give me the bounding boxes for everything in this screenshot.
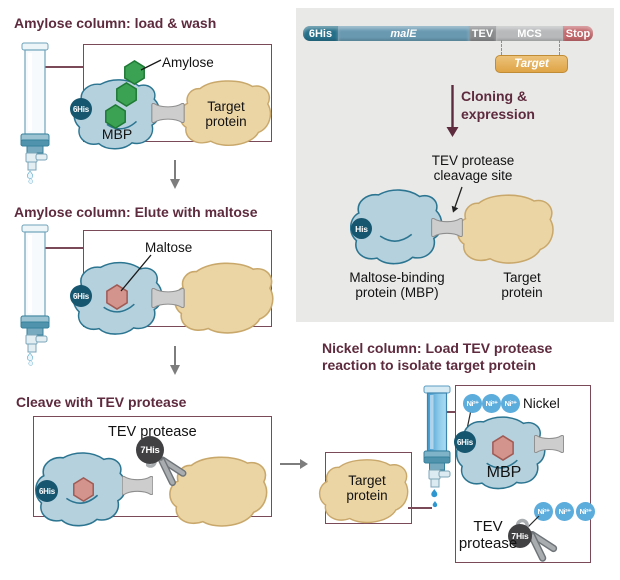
tev-protease-label: TEV protease xyxy=(108,424,197,440)
tev-protease-label: TEV protease xyxy=(458,518,518,552)
mbp-label: MBP xyxy=(486,464,522,481)
target-protein-blob xyxy=(174,262,274,334)
nickel-ion-badge: Ni²⁺ xyxy=(501,394,520,413)
amylose-column-icon xyxy=(20,42,50,184)
his-tag-badge: 6His xyxy=(454,431,476,453)
nickel-column-icon xyxy=(423,385,451,508)
linker-connector xyxy=(534,435,564,453)
nickel-label: Nickel xyxy=(523,396,560,411)
cloning-arrow xyxy=(446,85,459,137)
gene-segment-malE: malE xyxy=(338,26,469,41)
his-tag-badge: 6His xyxy=(36,480,58,502)
amylose-hexagon xyxy=(124,60,145,85)
gene-segment-tev: TEV xyxy=(469,26,496,41)
amylose-hexagon xyxy=(105,104,126,129)
target-protein-label: Target protein xyxy=(346,473,388,504)
mbp-label: MBP xyxy=(101,126,133,142)
amylose-hexagon xyxy=(116,82,137,107)
cloning-expression-label: Cloning & expression xyxy=(461,88,535,122)
maltose-pointer-line xyxy=(120,254,152,292)
tev-his-tag-badge: 7His xyxy=(136,436,164,464)
maltose-hexagon xyxy=(73,477,94,502)
target-gene-bar: Target xyxy=(495,55,568,73)
gene-segment-stop: Stop xyxy=(563,26,593,41)
maltose-hexagon xyxy=(106,284,128,310)
step3-box xyxy=(33,416,272,517)
his-tag-badge: 6His xyxy=(70,98,92,120)
amylose-pointer-line xyxy=(140,59,162,71)
linker-connector xyxy=(122,476,153,495)
down-arrow xyxy=(170,346,180,375)
gene-segment-mcs: MCS xyxy=(496,26,563,41)
target-protein-blob xyxy=(318,459,409,524)
step4-column-line xyxy=(444,411,456,413)
maltose-hexagon xyxy=(492,435,514,461)
step2-column-line xyxy=(40,247,84,249)
nickel-ion-badge: Ni²⁺ xyxy=(482,394,501,413)
tev-his-tag-badge: 7His xyxy=(508,524,532,548)
right-arrow xyxy=(280,459,308,469)
cleavage-site-label: TEV protease cleavage site xyxy=(431,153,515,184)
target-protein-blob xyxy=(179,80,272,146)
target-caption: Target protein xyxy=(501,270,543,301)
his-tag-badge: His xyxy=(351,218,372,239)
his-nickel-bond-line xyxy=(526,515,540,529)
his-tag-badge: 6His xyxy=(70,285,92,307)
nickel-ion-badge: Ni²⁺ xyxy=(555,502,574,521)
step3-title: Cleave with TEV protease xyxy=(16,394,187,410)
linker-connector xyxy=(431,218,463,237)
step1-column-line xyxy=(40,66,84,68)
step2-title: Amylose column: Elute with maltose xyxy=(14,204,258,220)
nickel-ion-badge: Ni²⁺ xyxy=(463,394,482,413)
dashed-line-left xyxy=(501,40,502,55)
step1-title: Amylose column: load & wash xyxy=(14,15,217,31)
target-protein-blob xyxy=(456,194,554,264)
target-protein-label: Target protein xyxy=(205,99,247,130)
linker-connector xyxy=(151,103,185,123)
amylose-label: Amylose xyxy=(162,55,214,70)
mbp-blob xyxy=(350,189,443,265)
down-arrow xyxy=(170,160,180,189)
linker-connector xyxy=(151,288,185,308)
dashed-line-right xyxy=(559,40,560,55)
nickel-ion-badge: Ni²⁺ xyxy=(576,502,595,521)
mbp-caption: Maltose-binding protein (MBP) xyxy=(349,270,445,301)
step4-title: Nickel column: Load TEV protease reactio… xyxy=(322,340,553,373)
cleavage-pointer-arrow xyxy=(451,186,463,213)
amylose-column-icon xyxy=(20,224,50,366)
eluate-line xyxy=(408,507,432,509)
gene-segment-6his: 6His xyxy=(303,26,338,41)
maltose-label: Maltose xyxy=(145,240,193,255)
